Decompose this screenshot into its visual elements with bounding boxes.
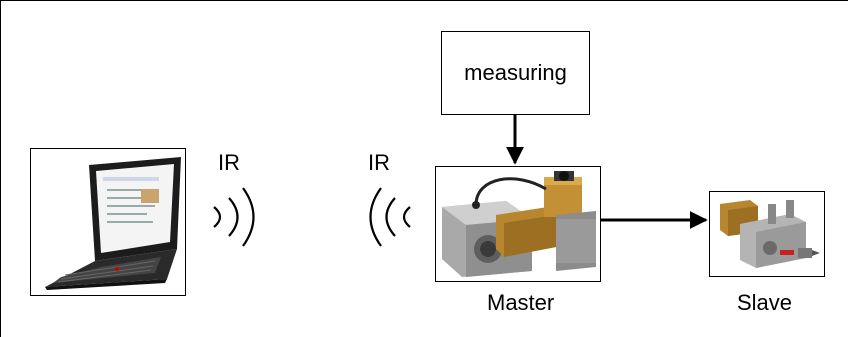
slave-label: Slave [737, 290, 793, 315]
ir-waves-incoming-icon [369, 187, 411, 247]
ir-label-right: IR [368, 150, 390, 175]
slave-device-photo [709, 191, 825, 277]
measuring-box: measuring [441, 31, 590, 115]
master-valve-icon [442, 171, 596, 277]
frame-left-border [0, 0, 1, 337]
laptop-icon [45, 157, 181, 290]
ir-label-left: IR [218, 150, 240, 175]
master-label: Master [487, 290, 555, 315]
laptop-photo [30, 148, 186, 296]
frame-top-border [0, 0, 848, 1]
slave-valve-icon [720, 200, 820, 268]
ir-waves-outgoing-icon [213, 187, 255, 247]
master-device-photo [435, 166, 601, 282]
measuring-label: measuring [464, 60, 567, 85]
